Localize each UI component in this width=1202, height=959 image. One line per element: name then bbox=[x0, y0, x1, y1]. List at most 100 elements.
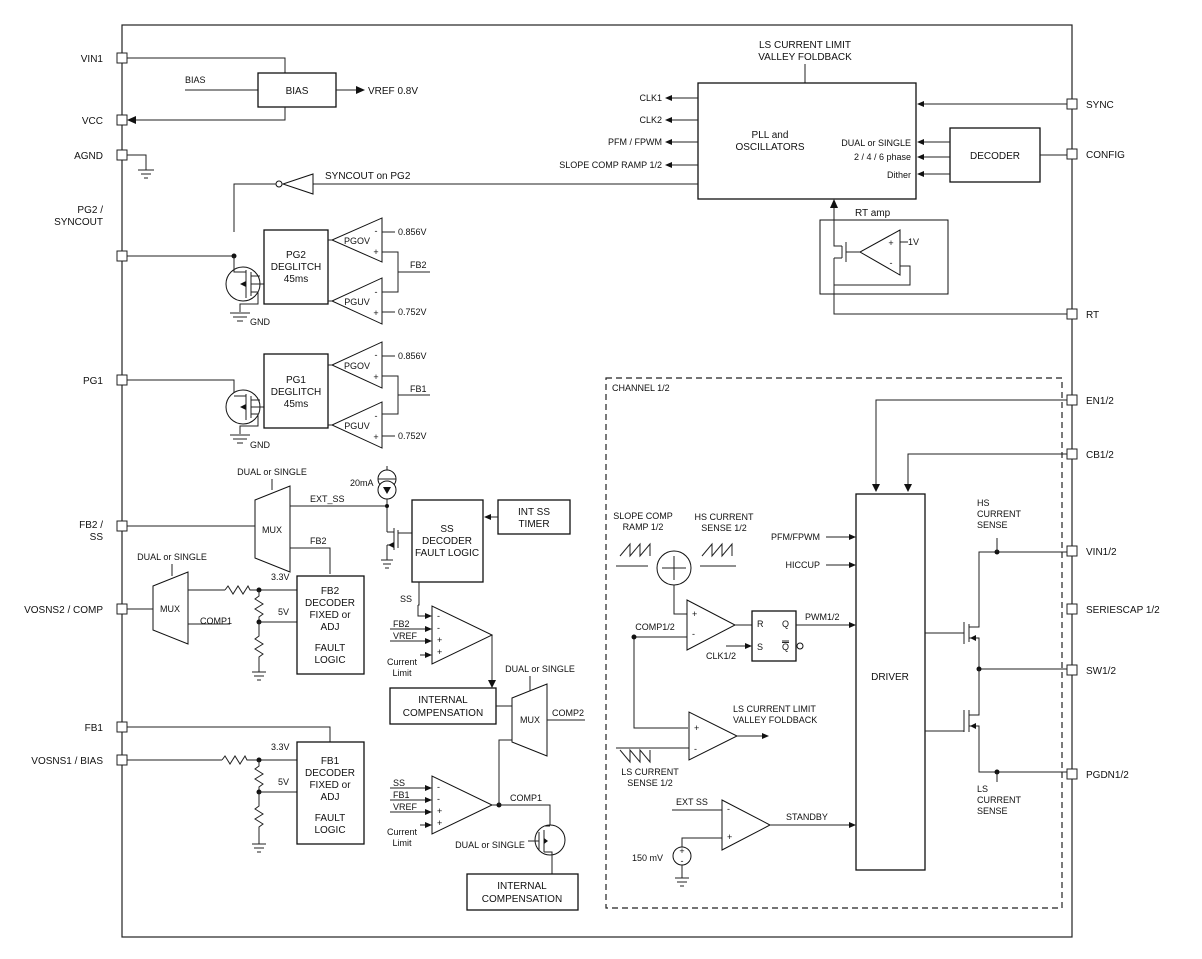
vref-label: VREF 0.8V bbox=[368, 86, 418, 97]
ss-current-label: 20mA bbox=[350, 478, 374, 488]
ch1-block-3: FIXED or bbox=[309, 780, 351, 791]
ext-ss-label: EXT SS bbox=[676, 797, 708, 807]
ss-block-3: FAULT LOGIC bbox=[415, 548, 479, 559]
mv-label: 150 mV bbox=[632, 853, 663, 863]
latch-s: S bbox=[757, 642, 763, 652]
svg-text:-: - bbox=[694, 744, 697, 754]
pin-vosns2 bbox=[116, 603, 128, 615]
pin-vcc bbox=[116, 114, 128, 126]
pg1-vhi: 0.856V bbox=[398, 351, 427, 361]
rt-amp-label: RT amp bbox=[855, 208, 891, 219]
pg2-fb: FB2 bbox=[410, 260, 427, 270]
pin-fb2-label-1: FB2 / bbox=[79, 520, 103, 531]
ch2-amp-fb2: FB2 bbox=[393, 619, 410, 629]
int-ss-timer-block bbox=[497, 499, 571, 535]
ss-block-1: SS bbox=[440, 524, 454, 535]
svg-text:+: + bbox=[437, 806, 442, 816]
pg1-block-2: DEGLITCH bbox=[271, 387, 322, 398]
pin-vin12 bbox=[1066, 545, 1078, 557]
ch1-block-1: FB1 bbox=[321, 756, 340, 767]
pll-top-label-1: LS CURRENT LIMIT bbox=[759, 40, 851, 51]
ch2-error-amp bbox=[431, 605, 494, 665]
ch2-block-5: FAULT bbox=[315, 643, 345, 654]
pin-cb-label: CB1/2 bbox=[1086, 450, 1114, 461]
svg-text:-: - bbox=[692, 629, 695, 639]
pg1-section: GND PG1 DEGLITCH 45ms PGOV - + PGUV - + … bbox=[127, 341, 430, 450]
lscl-label-1: LS CURRENT LIMIT bbox=[733, 704, 816, 714]
ch2-mux-label: MUX bbox=[160, 604, 180, 614]
ch1-section: 3.3V 5V FB1 DECODER FIXED or ADJ FAULT L… bbox=[127, 726, 579, 911]
svg-text:-: - bbox=[375, 411, 378, 421]
rs-latch bbox=[751, 610, 797, 662]
pg1-ov: PGOV bbox=[344, 361, 370, 371]
pin-vosns1 bbox=[116, 754, 128, 766]
svg-text:+: + bbox=[373, 372, 378, 382]
ss-timer-2: TIMER bbox=[518, 519, 549, 530]
pin-sw bbox=[1066, 664, 1078, 676]
ch2-comp2: COMP2 bbox=[552, 708, 584, 718]
bias-section: BIAS BIAS VREF 0.8V bbox=[127, 57, 418, 179]
pin-pgnd-label: PGDN1/2 bbox=[1086, 770, 1129, 781]
pll-out-clk1: CLK1 bbox=[639, 93, 662, 103]
pin-pgnd bbox=[1066, 768, 1078, 780]
clk12-label: CLK1/2 bbox=[706, 651, 736, 661]
svg-text:+: + bbox=[373, 247, 378, 257]
ch2-mux bbox=[152, 571, 189, 645]
ch2-section: DUAL or SINGLE MUX 3.3V COMP1 5V FB2 DEC… bbox=[127, 552, 585, 757]
pin-fb2-label-2: SS bbox=[90, 532, 104, 543]
svg-text:+: + bbox=[888, 238, 893, 248]
pin-seriescap bbox=[1066, 603, 1078, 615]
svg-text:-: - bbox=[437, 782, 440, 792]
pin-pg1-label: PG1 bbox=[83, 376, 103, 387]
pwm-label: PWM1/2 bbox=[805, 612, 840, 622]
svg-text:-: - bbox=[375, 287, 378, 297]
ch1-comp1: COMP1 bbox=[510, 793, 542, 803]
pg2-gnd-label: GND bbox=[250, 317, 271, 327]
syncout-label: SYNCOUT on PG2 bbox=[325, 171, 411, 182]
ch2-cl-2: Limit bbox=[392, 668, 412, 678]
ss-section: DUAL or SINGLE MUX EXT_SS FB2 20mA SS DE… bbox=[127, 466, 571, 606]
pin-vosns1-label: VOSNS1 / BIAS bbox=[31, 756, 103, 767]
pg1-deglitch-block bbox=[263, 353, 329, 429]
ss-block-2: DECODER bbox=[422, 536, 472, 547]
svg-text:+: + bbox=[373, 432, 378, 442]
pin-fb1-label: FB1 bbox=[85, 723, 104, 734]
bias-block-label: BIAS bbox=[286, 86, 309, 97]
pin-cb bbox=[1066, 448, 1078, 460]
pin-pg2 bbox=[116, 250, 128, 262]
pin-config-label: CONFIG bbox=[1086, 150, 1125, 161]
ch2-comp-2: COMPENSATION bbox=[403, 708, 483, 719]
pin-vin1 bbox=[116, 52, 128, 64]
ch1-v33: 3.3V bbox=[271, 742, 290, 752]
pll-in-dither: Dither bbox=[887, 170, 911, 180]
pin-pg1 bbox=[116, 374, 128, 386]
lscl-label-2: VALLEY FOLDBACK bbox=[733, 715, 817, 725]
svg-text:-: - bbox=[727, 804, 730, 814]
ls-sense-1: LS bbox=[977, 784, 988, 794]
ch1-amp-vref: VREF bbox=[393, 802, 418, 812]
ch2-comp-1: INTERNAL bbox=[418, 695, 468, 706]
ch2-dual-label: DUAL or SINGLE bbox=[137, 552, 207, 562]
driver-block bbox=[855, 493, 926, 871]
ch1-block-2: DECODER bbox=[305, 768, 355, 779]
fb2-decoder-block bbox=[296, 575, 365, 675]
hs-label-1: HS CURRENT bbox=[694, 512, 754, 522]
pin-vosns2-label: VOSNS2 / COMP bbox=[24, 605, 103, 616]
pg1-block-3: 45ms bbox=[284, 399, 308, 410]
chip-outline bbox=[121, 24, 1073, 938]
svg-text:+: + bbox=[437, 647, 442, 657]
decoder-label: DECODER bbox=[970, 151, 1020, 162]
ch1-internal-comp-block bbox=[466, 873, 579, 911]
pg2-block-1: PG2 bbox=[286, 250, 306, 261]
pg2-vlo: 0.752V bbox=[398, 307, 427, 317]
ss-decoder-block bbox=[411, 499, 484, 583]
ch1-comp-1: INTERNAL bbox=[497, 881, 547, 892]
hs-sense-1: HS bbox=[977, 498, 990, 508]
pin-agnd-label: AGND bbox=[74, 151, 103, 162]
pfm-label: PFM/FPWM bbox=[771, 532, 820, 542]
ch2-cl-1: Current bbox=[387, 657, 418, 667]
pin-en-label: EN1/2 bbox=[1086, 396, 1114, 407]
ch2-v33: 3.3V bbox=[271, 572, 290, 582]
ch1-v5: 5V bbox=[278, 777, 289, 787]
